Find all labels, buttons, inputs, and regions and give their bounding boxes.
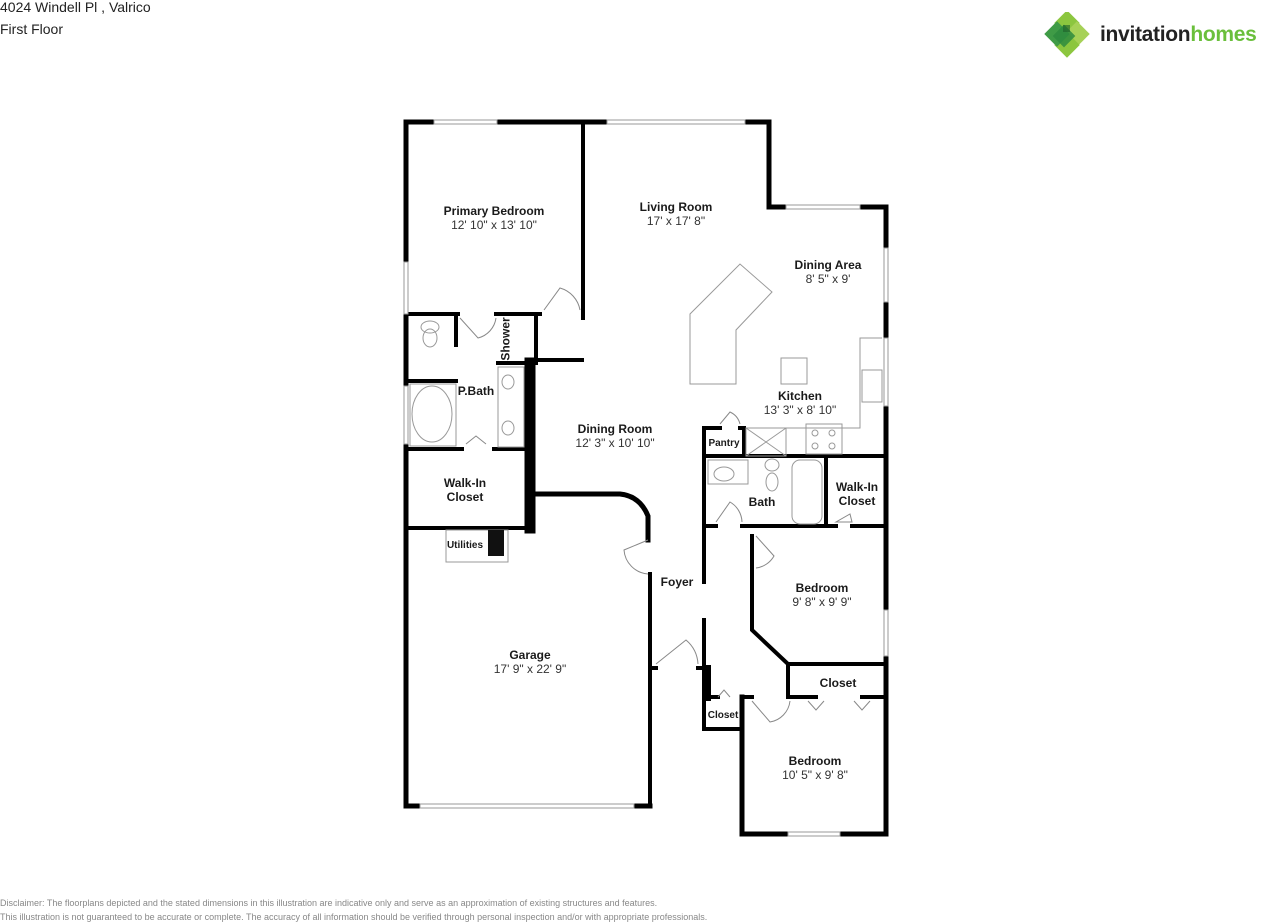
disclaimer-line-2: This illustration is not guaranteed to b… xyxy=(0,912,708,922)
invitation-homes-logo-icon xyxy=(1044,12,1090,58)
room-bath: Bath xyxy=(748,495,776,509)
logo-text-invitation: invitation xyxy=(1100,23,1191,46)
room-utilities: Utilities xyxy=(446,540,484,551)
room-foyer: Foyer xyxy=(660,575,694,589)
invitation-homes-logo: invitationhomes xyxy=(1044,12,1280,58)
room-pantry: Pantry xyxy=(708,438,740,449)
logo-text-homes: homes xyxy=(1190,23,1257,46)
room-closet-bedroom-3: Closet xyxy=(819,676,857,690)
disclaimer-line-1: Disclaimer: The floorplans depicted and … xyxy=(0,898,658,908)
floor-label: First Floor xyxy=(0,21,63,37)
property-address: 4024 Windell Pl , Valrico xyxy=(0,0,151,15)
room-p-bath: P.Bath xyxy=(457,384,495,398)
room-shower: Shower xyxy=(498,317,513,361)
room-closet-hall: Closet xyxy=(707,710,739,721)
